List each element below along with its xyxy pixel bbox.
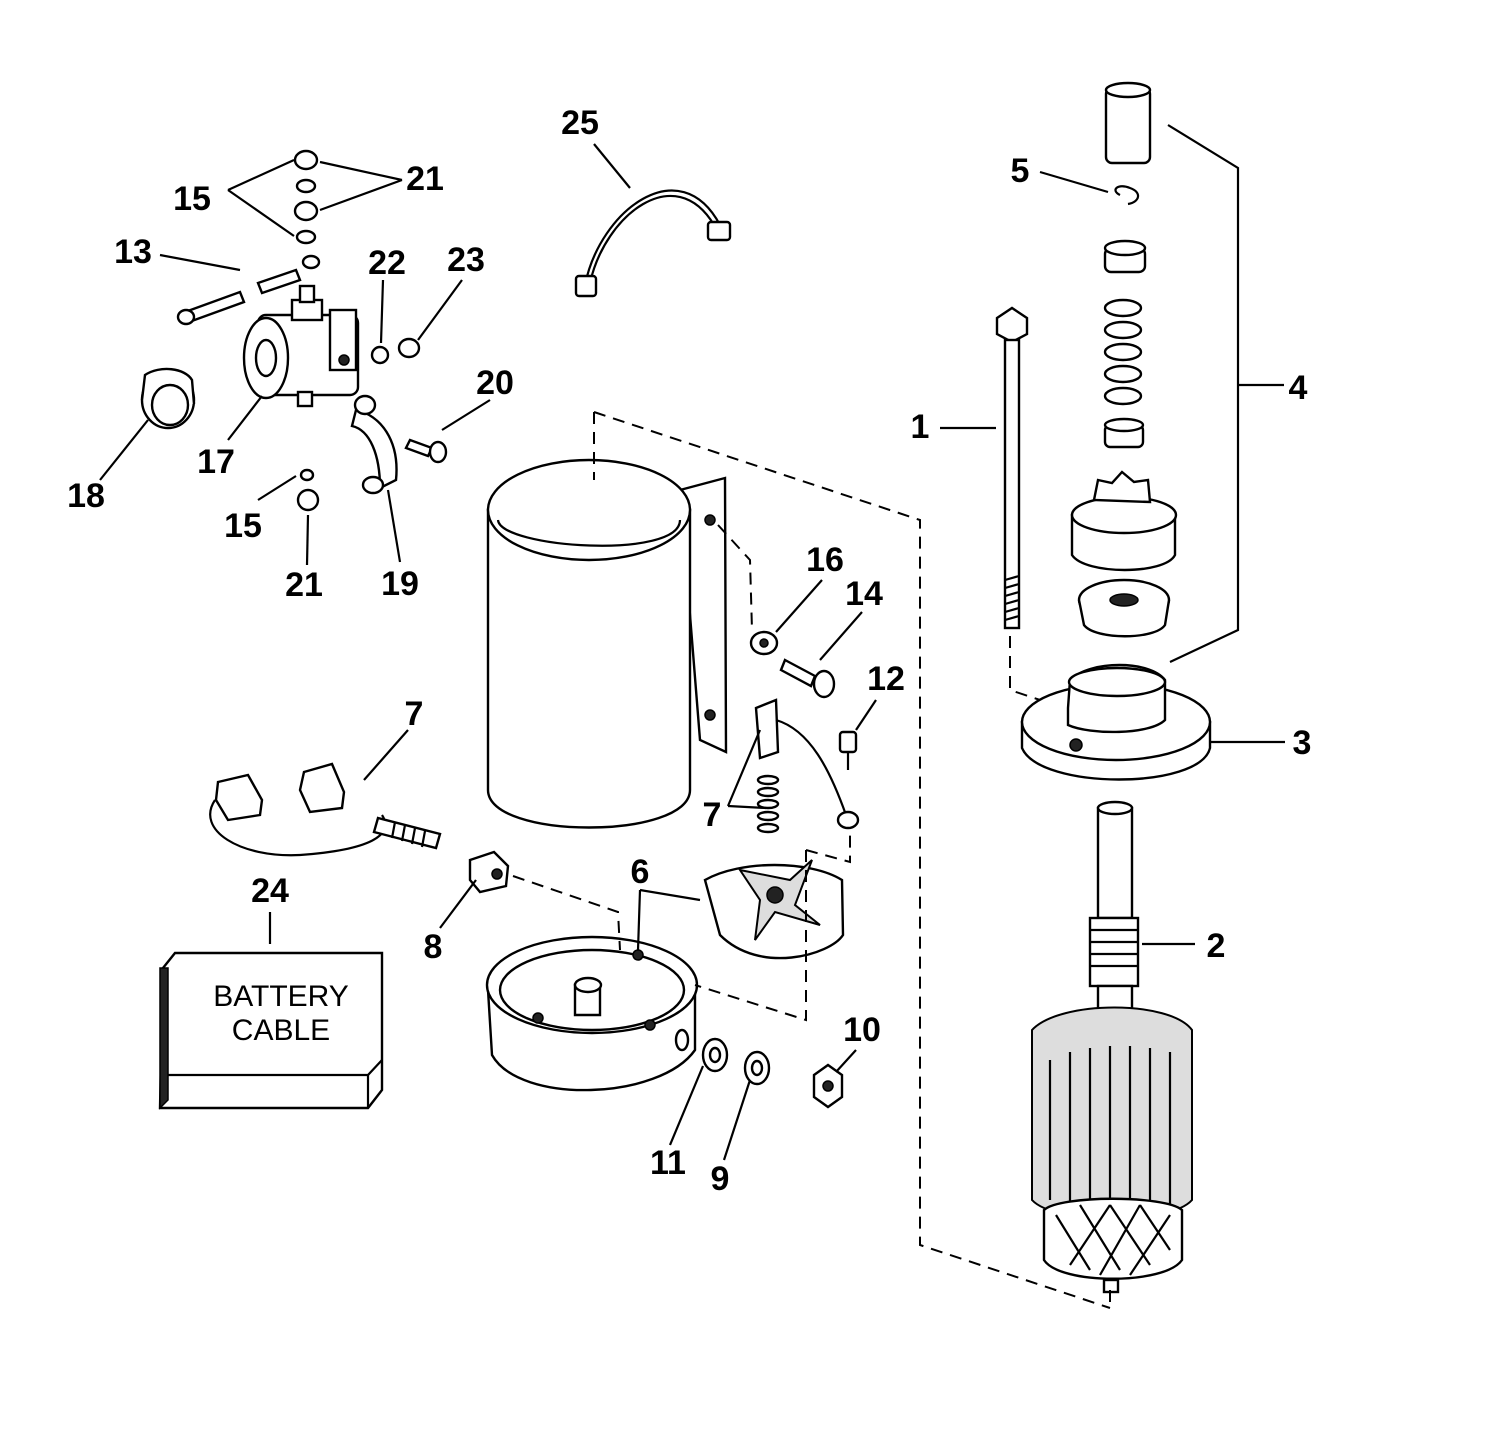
callout-8: 8 <box>424 928 443 966</box>
part-7-brush-left <box>209 762 442 857</box>
part-13-terminal-stud <box>176 268 302 326</box>
callout-18: 18 <box>67 477 105 515</box>
callout-6: 6 <box>631 853 650 891</box>
callout-7-left: 7 <box>405 695 424 733</box>
callout-16: 16 <box>806 541 844 579</box>
part-25-wire-lead <box>574 189 732 298</box>
callout-11: 11 <box>650 1144 686 1182</box>
callout-21-top: 21 <box>406 160 444 198</box>
callout-15-top: 15 <box>173 180 211 218</box>
part-1-through-bolt <box>995 306 1029 630</box>
part-6-brush-holder <box>703 859 845 960</box>
part-24-battery-cable-box <box>158 951 384 1110</box>
callout-24: 24 <box>251 872 289 910</box>
callout-10: 10 <box>843 1011 881 1049</box>
callout-20: 20 <box>476 364 514 402</box>
part-22-23-washer-nut <box>370 337 421 365</box>
part-21-nuts-stack <box>293 149 321 270</box>
callout-19: 19 <box>381 565 419 603</box>
callout-23: 23 <box>447 241 485 279</box>
callout-labels: 25 21 15 13 22 23 20 17 18 15 21 19 1 5 … <box>67 104 1311 1198</box>
dashed-assembly-lines <box>512 411 1111 1310</box>
part-7-brush-right <box>754 698 860 834</box>
callout-12: 12 <box>867 660 905 698</box>
battery-box-line-2: CABLE <box>232 1014 330 1047</box>
callout-2: 2 <box>1207 927 1226 965</box>
callout-15-bottom: 15 <box>224 507 262 545</box>
part-4-drive-assembly <box>1070 81 1178 638</box>
callout-3: 3 <box>1293 724 1312 762</box>
part-8-terminal <box>468 850 510 894</box>
part-15-21-small-nuts <box>296 468 320 512</box>
part-16-washer <box>749 630 779 656</box>
part-14-bolt <box>779 658 836 699</box>
callout-13: 13 <box>114 233 152 271</box>
part-17-solenoid <box>242 284 360 408</box>
part-3-end-frame <box>1020 663 1212 781</box>
motor-frame <box>486 458 728 829</box>
leader-lines <box>99 124 1285 1161</box>
part-11-washer <box>701 1037 729 1073</box>
callout-14: 14 <box>845 575 883 613</box>
part-12-screw <box>838 730 858 770</box>
callout-5: 5 <box>1011 152 1030 190</box>
callout-25: 25 <box>561 104 599 142</box>
callout-4: 4 <box>1289 369 1308 407</box>
part-18-boot <box>140 367 196 430</box>
battery-box-line-1: BATTERY <box>213 980 349 1013</box>
callout-17: 17 <box>197 443 235 481</box>
callout-1: 1 <box>911 408 930 446</box>
part-10-nut <box>812 1063 844 1109</box>
callout-22: 22 <box>368 244 406 282</box>
part-9-washer <box>743 1050 771 1086</box>
callout-9: 9 <box>711 1160 730 1198</box>
end-cap <box>485 935 699 1092</box>
part-20-screw <box>404 438 448 464</box>
part-19-bracket <box>350 394 398 495</box>
callout-7-right: 7 <box>703 796 722 834</box>
part-2-armature <box>1031 800 1193 1294</box>
callout-21-bottom: 21 <box>285 566 323 604</box>
